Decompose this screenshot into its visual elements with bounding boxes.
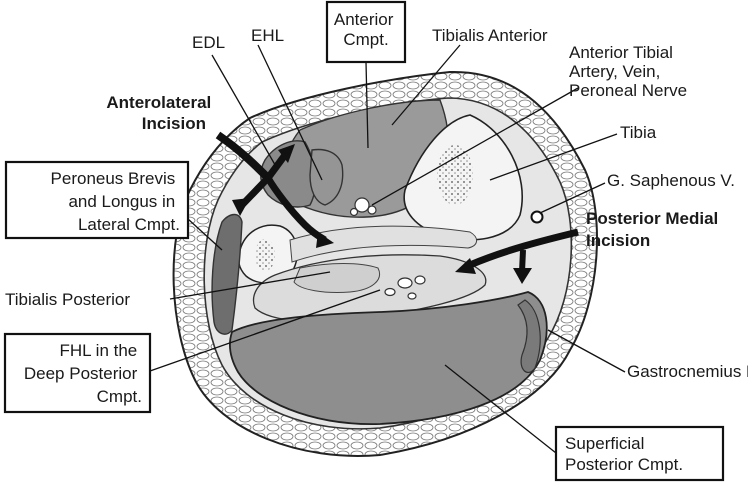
tibialis-anterior-label: Tibialis Anterior — [432, 26, 548, 45]
edl-label: EDL — [192, 33, 225, 52]
posterior-medial-incision-label: Posterior Medial Incision — [586, 209, 723, 250]
ehl-label: EHL — [251, 26, 284, 45]
tibialis-posterior-label: Tibialis Posterior — [5, 290, 130, 309]
gastrocnemius-label: Gastrocnemius M. — [627, 362, 748, 381]
leg-cross-section — [174, 72, 597, 456]
saphenous-label: G. Saphenous V. — [607, 171, 735, 190]
anterior-cmpt-label: Anterior Cmpt. — [334, 10, 398, 49]
tibia-marrow — [437, 145, 473, 205]
fibula-marrow — [255, 239, 275, 271]
tibia-label: Tibia — [620, 123, 657, 142]
tibialis-posterior-muscle — [294, 264, 380, 293]
anterior-tibial-label: Anterior Tibial Artery, Vein, Peroneal N… — [569, 43, 687, 100]
anterolateral-incision-label: Anterolateral Incision — [106, 93, 216, 133]
